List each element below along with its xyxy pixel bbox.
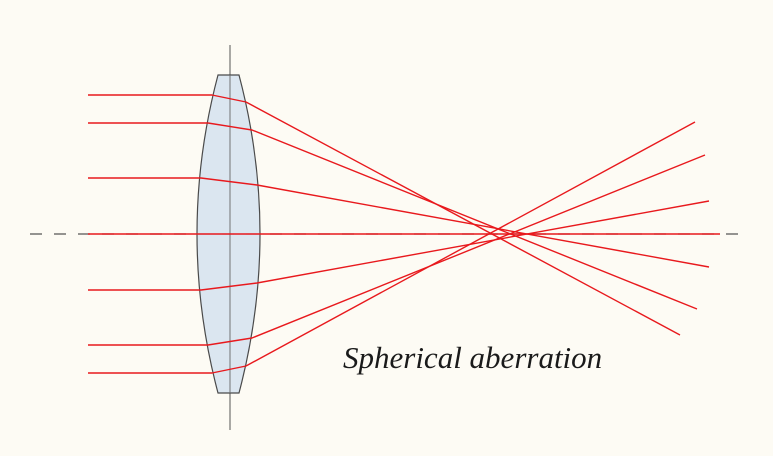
light-ray bbox=[88, 154, 706, 346]
light-ray bbox=[88, 122, 698, 310]
light-ray bbox=[88, 177, 710, 268]
light-rays bbox=[88, 94, 720, 374]
diagram-caption: Spherical aberration bbox=[343, 340, 603, 375]
light-ray bbox=[88, 94, 681, 336]
light-ray bbox=[88, 121, 696, 374]
light-ray bbox=[88, 200, 710, 291]
